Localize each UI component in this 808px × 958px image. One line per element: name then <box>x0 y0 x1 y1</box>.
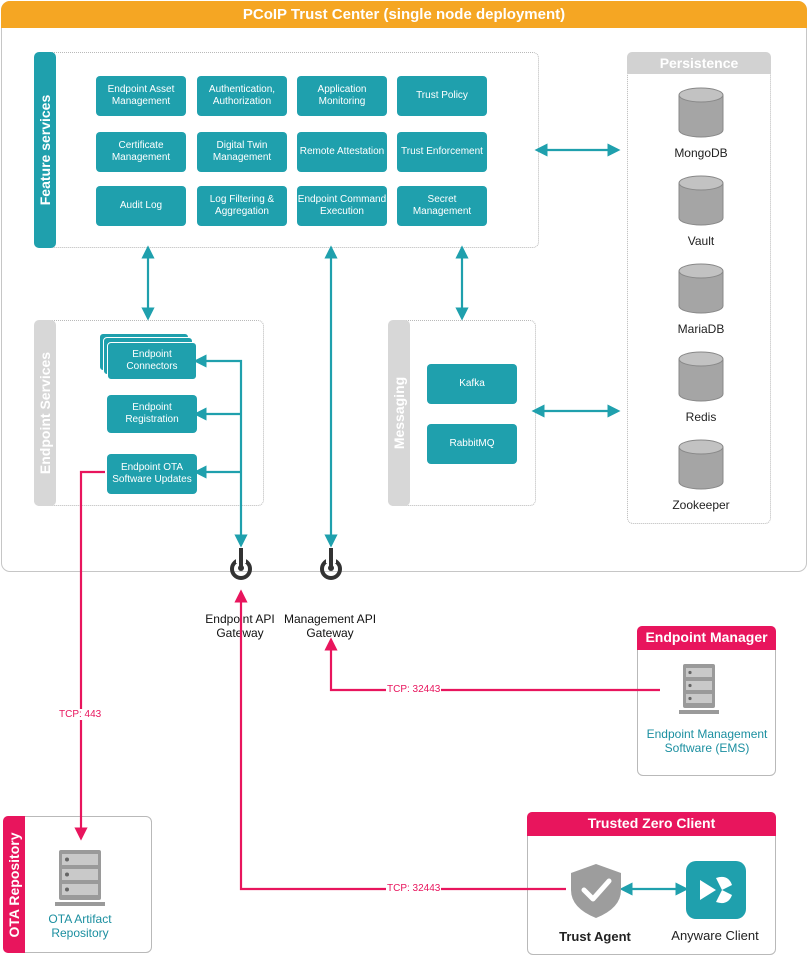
link-agent-gateway <box>234 589 566 891</box>
ems-server-icon <box>679 664 719 714</box>
anyware-client-icon <box>686 861 746 919</box>
zookeeper-label: Zookeeper <box>672 498 730 512</box>
tcp-ems-label: TCP: 32443 <box>386 684 442 695</box>
mariadb-icon <box>678 263 724 314</box>
endpoint-services-tab: Endpoint Services <box>34 320 56 506</box>
link-ems-gateway <box>324 637 660 692</box>
anyware-client-label: Anyware Client <box>671 928 759 943</box>
feature-endpoint-command-execution[interactable]: Endpoint Command Execution <box>297 186 387 226</box>
feature-authentication[interactable]: Authentication, Authorization <box>197 76 287 116</box>
rabbitmq-service[interactable]: RabbitMQ <box>427 424 517 464</box>
messaging-tab: Messaging <box>388 320 410 506</box>
mongodb-label: MongoDB <box>674 146 728 160</box>
tcp-agent-label: TCP: 32443 <box>386 883 442 894</box>
vault-icon <box>678 175 724 226</box>
mongodb-icon <box>678 87 724 138</box>
feature-trust-enforcement[interactable]: Trust Enforcement <box>397 132 487 172</box>
endpoint-registration[interactable]: Endpoint Registration <box>107 395 197 433</box>
vault-label: Vault <box>687 234 715 248</box>
zookeeper-icon <box>678 439 724 490</box>
redis-label: Redis <box>685 410 717 424</box>
ota-server-icon <box>55 850 105 906</box>
feature-trust-policy[interactable]: Trust Policy <box>397 76 487 116</box>
zero-client-header: Trusted Zero Client <box>527 812 776 836</box>
endpoint-connectors[interactable]: Endpoint Connectors <box>107 342 197 380</box>
management-api-gateway-icon <box>320 548 342 580</box>
management-api-gateway-label: Management API Gateway <box>283 612 377 640</box>
ota-repository-tab: OTA Repository <box>3 816 25 953</box>
feature-secret-management[interactable]: Secret Management <box>397 186 487 226</box>
endpoint-api-gateway-icon <box>230 548 252 580</box>
endpoint-manager-header: Endpoint Manager <box>637 626 776 650</box>
persistence-header: Persistence <box>627 52 771 74</box>
link-ota-repository <box>74 470 105 841</box>
endpoint-ota-software-updates[interactable]: Endpoint OTA Software Updates <box>107 454 197 494</box>
feature-endpoint-asset-management[interactable]: Endpoint Asset Management <box>96 76 186 116</box>
trust-agent-shield-icon <box>571 864 621 918</box>
link-gateway-connectors <box>193 354 248 548</box>
redis-icon <box>678 351 724 402</box>
feature-audit-log[interactable]: Audit Log <box>96 186 186 226</box>
feature-digital-twin-management[interactable]: Digital Twin Management <box>197 132 287 172</box>
feature-services-tab: Feature services <box>34 52 56 248</box>
feature-certificate-management[interactable]: Certificate Management <box>96 132 186 172</box>
feature-log-filtering[interactable]: Log Filtering & Aggregation <box>197 186 287 226</box>
feature-remote-attestation[interactable]: Remote Attestation <box>297 132 387 172</box>
kafka-service[interactable]: Kafka <box>427 364 517 404</box>
trust-agent-label: Trust Agent <box>559 929 631 944</box>
trust-center-title: PCoIP Trust Center (single node deployme… <box>1 1 807 28</box>
ems-label[interactable]: Endpoint Management Software (EMS) <box>646 727 768 755</box>
tcp-ota-label: TCP: 443 <box>58 709 103 720</box>
ota-artifact-label[interactable]: OTA Artifact Repository <box>48 912 112 940</box>
mariadb-label: MariaDB <box>677 322 725 336</box>
feature-application-monitoring[interactable]: Application Monitoring <box>297 76 387 116</box>
